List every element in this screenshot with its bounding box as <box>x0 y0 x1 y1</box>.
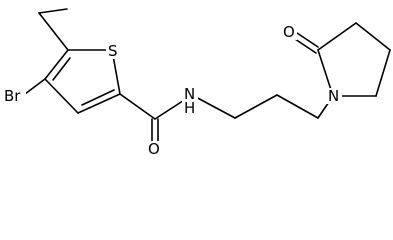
bond-lactam-co <box>293 30 319 48</box>
bond-c2-c3-inner <box>81 89 115 106</box>
bromine-atom-label: Br <box>4 87 21 105</box>
amide-nitrogen-label: N <box>184 85 195 103</box>
bond-c2-carbonyl <box>119 93 156 120</box>
bond-c4-br <box>24 78 46 95</box>
lactam-oxygen-label: O <box>283 23 295 41</box>
bond-c4-c5-inner <box>52 57 71 81</box>
bond-lactam-c4-c5 <box>375 49 391 97</box>
bond-ch2-ch2-c <box>276 94 319 119</box>
bond-n-ch2-a <box>191 94 236 119</box>
amide-hydrogen-label: H <box>184 99 195 117</box>
carbonyl-oxygen-label: O <box>148 140 160 158</box>
bond-c4-c5 <box>44 49 69 80</box>
sulfur-atom-label: S <box>108 42 118 60</box>
bond-c2-c3 <box>77 93 121 114</box>
lactam-nitrogen-label: N <box>328 87 339 105</box>
bond-lactam-c3-c4 <box>355 22 391 51</box>
bond-c3-c4 <box>44 78 79 114</box>
bond-ethyl-ch2 <box>38 12 69 51</box>
bond-ch2-ch2-b <box>234 94 278 119</box>
bond-lactam-c2-c3 <box>317 22 357 51</box>
molecule-diagram: S Br N H O N O <box>4 8 391 158</box>
bond-ethyl-ch3 <box>38 8 68 14</box>
